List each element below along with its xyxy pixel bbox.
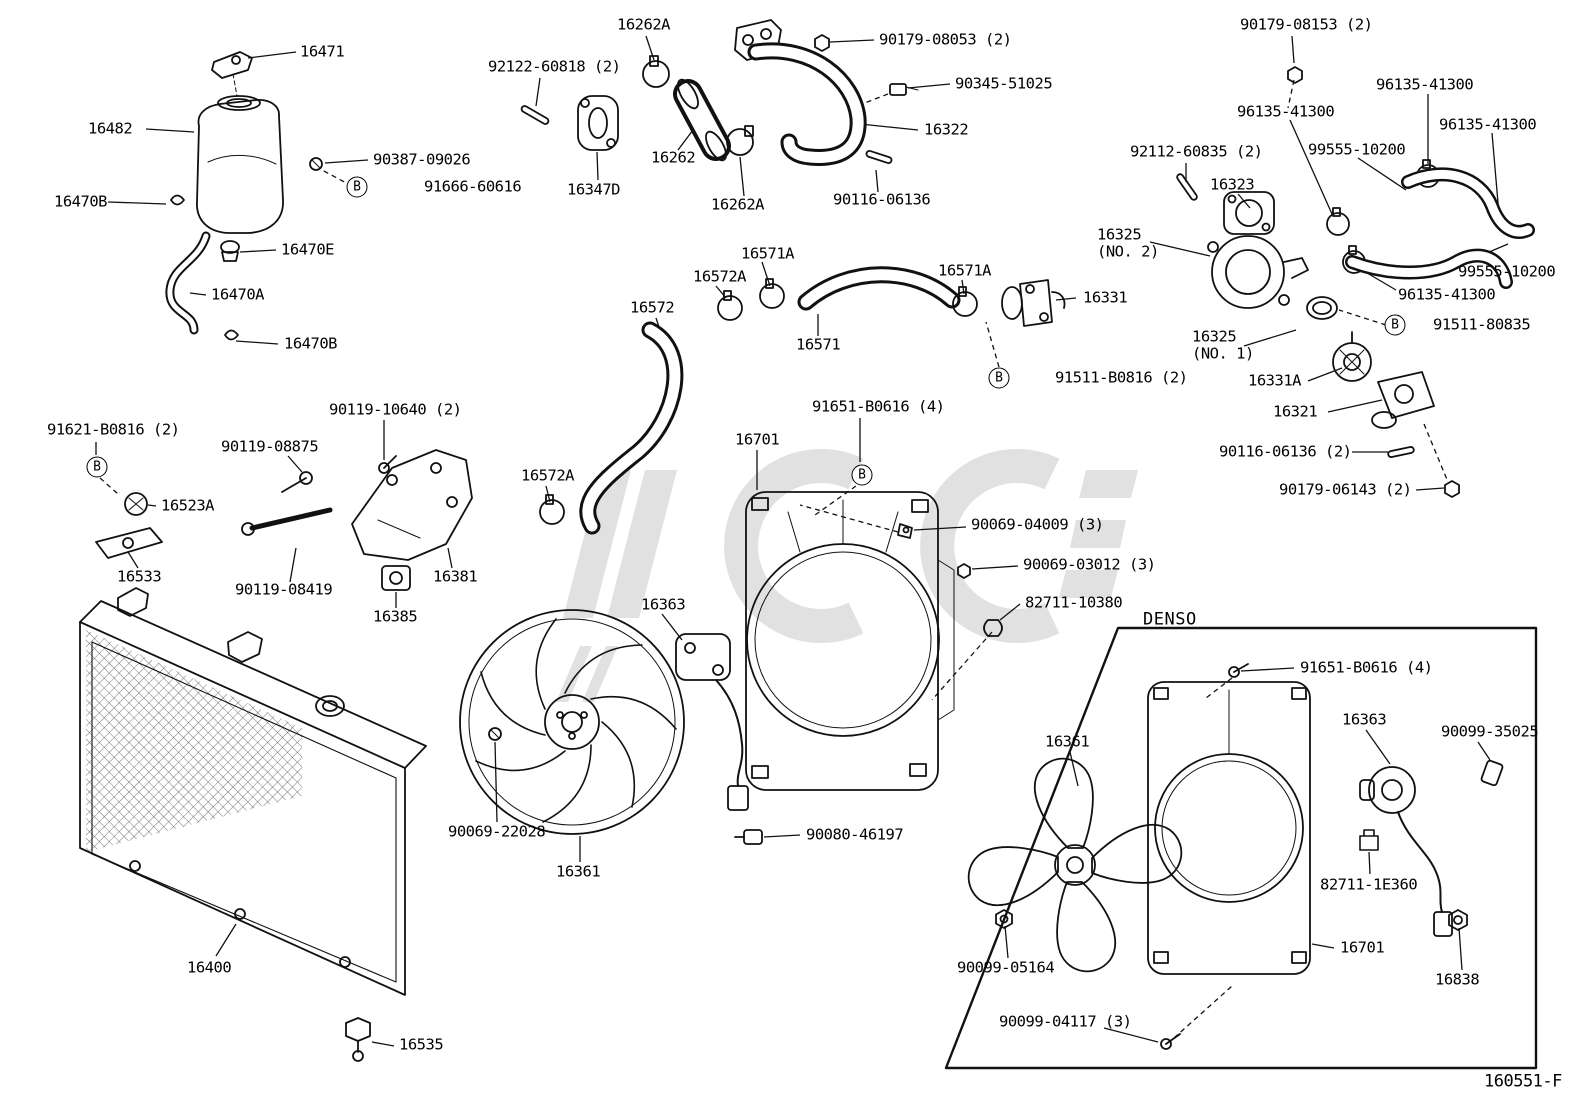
stud-90116-06136 <box>865 150 893 164</box>
bolt-90345-51025 <box>889 83 907 96</box>
bracket-16381 <box>351 449 473 561</box>
nut-16838 <box>1448 909 1468 931</box>
clip-16470B <box>224 329 239 341</box>
clamp-16262A <box>642 55 754 156</box>
nut-90179-08053 <box>814 34 830 52</box>
plug-90080-46197 <box>743 829 763 845</box>
clamp-82711-1E360 <box>1359 829 1379 851</box>
bypass-hoses-99555 <box>1345 167 1535 289</box>
bolt-90119-08419 <box>249 507 333 531</box>
radiator-16400 <box>79 587 427 996</box>
thermostat-housing-assembly <box>1176 66 1460 498</box>
cooling-fan-16361 <box>459 609 685 835</box>
clamp-96135-41300 <box>1326 212 1350 236</box>
nut-90179-08153 <box>1287 66 1303 84</box>
bolt-90069-22028 <box>488 727 502 741</box>
connector-90099-35025 <box>1480 759 1504 787</box>
clamp-16572A <box>717 295 743 321</box>
upper-radiator-hose-16571 <box>797 266 961 311</box>
bracket-16533 <box>95 527 163 559</box>
outlet-16321 <box>1377 371 1435 419</box>
stud-92112-60835 <box>1176 173 1198 201</box>
nut-90099-05164 <box>995 909 1013 929</box>
clamp-16572A <box>539 499 565 525</box>
reservoir-hose-16470A <box>165 231 211 335</box>
bolt-90119-08875 <box>299 471 313 485</box>
bolt-90119-10640 <box>378 462 390 474</box>
bolt-90387-09026 <box>309 157 323 171</box>
stud-90116-06136 <box>1387 446 1415 458</box>
gasket-16347D <box>577 95 619 151</box>
clip-90069-04009 <box>897 523 913 539</box>
clamp-16385 <box>381 565 411 591</box>
bolt-90099-04117 <box>1160 1038 1172 1050</box>
clip-16470B <box>170 194 185 206</box>
reservoir-cap-16471 <box>211 51 253 79</box>
reservoir-tank-16482 <box>170 51 323 341</box>
hose-clamps-middle <box>539 278 978 525</box>
radiator-support-brackets <box>95 449 473 591</box>
watermark-logo <box>556 449 1138 702</box>
clamp-82711-10380 <box>983 619 1003 637</box>
clamp-16571A <box>759 283 785 309</box>
clamp-16571A <box>952 291 978 317</box>
small-fasteners-top <box>520 34 919 164</box>
fan-shroud-16701 <box>745 491 1003 791</box>
stud-92122-60818 <box>520 105 550 125</box>
denso-fan-16361 <box>1054 844 1096 886</box>
water-inlet-pipe-16322 <box>734 19 867 166</box>
lower-radiator-hose-16572 <box>579 321 684 535</box>
leader-lines <box>95 35 1509 1047</box>
drain-plug-16535 <box>345 1017 371 1062</box>
fan-motor-16363 <box>675 633 763 845</box>
bolt-91651-B0616 <box>1228 666 1240 678</box>
cap-16523A <box>124 492 148 516</box>
cap-16470E <box>220 240 240 254</box>
nut-90069-03012 <box>957 563 971 579</box>
gasket-16323 <box>1223 191 1275 235</box>
denso-fan-motor-16363 <box>1368 766 1416 814</box>
ring-91511-80835 <box>1306 296 1338 320</box>
nut-90179-06143 <box>1444 480 1460 498</box>
water-outlet-16331 <box>1001 279 1066 327</box>
hose-16262 <box>673 78 731 162</box>
denso-variant-box <box>944 626 1538 1070</box>
denso-shroud-16701 <box>1147 681 1311 975</box>
housing-16325 <box>1211 235 1285 309</box>
